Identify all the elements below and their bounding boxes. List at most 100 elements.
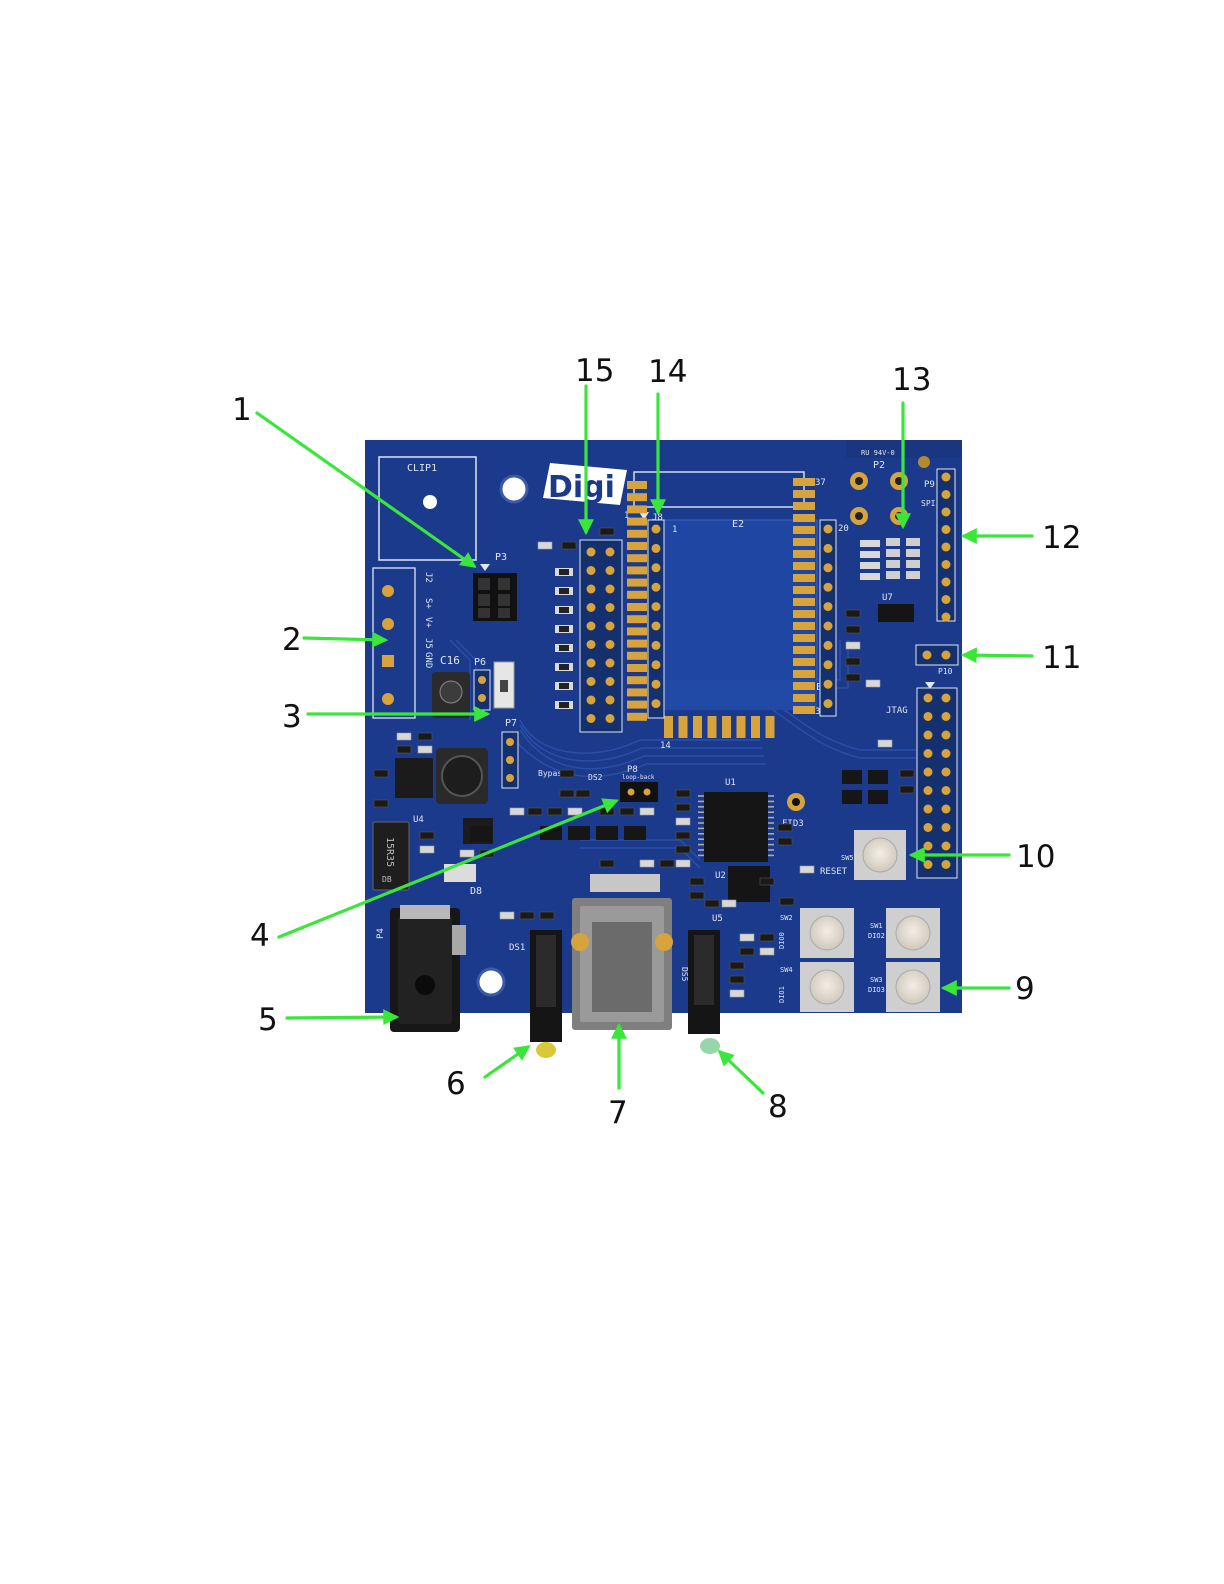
- silk-u7: U7: [882, 593, 893, 603]
- smd-component: [722, 900, 736, 907]
- module-pad: [793, 622, 815, 630]
- smd-component: [778, 824, 792, 831]
- module-pad: [627, 640, 647, 648]
- module-pad: [627, 530, 647, 538]
- header-pin: [652, 622, 661, 631]
- silk-dio0: DIO0: [778, 932, 786, 949]
- module-pad: [793, 610, 815, 618]
- header-pin: [942, 731, 951, 740]
- smd-component: [560, 790, 574, 797]
- smd-component: [846, 658, 860, 665]
- smd-component: [846, 674, 860, 681]
- callout-3: 3: [282, 699, 302, 735]
- callout-5: 5: [258, 1002, 278, 1038]
- arrow-11: [964, 655, 1032, 656]
- silk-p7: P7: [505, 718, 517, 729]
- header-pin: [824, 660, 833, 669]
- module-pad: [793, 490, 815, 498]
- silk-d8: D8: [470, 886, 482, 897]
- silk-s-plus: S+: [423, 598, 433, 609]
- module-pad: [627, 652, 647, 660]
- silk-sw2: SW2: [780, 914, 793, 922]
- bank-resistor: [886, 560, 900, 568]
- silk-dio1: DIO1: [778, 986, 786, 1003]
- silk-p9: P9: [924, 480, 935, 490]
- header-pin: [924, 731, 933, 740]
- header-pin: [587, 585, 596, 594]
- silk-ds1: DS1: [509, 943, 525, 953]
- logo-text: Digi: [548, 470, 615, 505]
- callout-12: 12: [1042, 520, 1081, 556]
- header-pin: [652, 525, 661, 534]
- header-pin: [924, 768, 933, 777]
- smd-component: [562, 542, 576, 549]
- module-pad: [627, 688, 647, 696]
- module-pad: [627, 518, 647, 526]
- header-pin: [942, 490, 951, 499]
- module-pad: [793, 706, 815, 714]
- bank-resistor: [860, 573, 880, 580]
- header-pin: [587, 714, 596, 723]
- silk-sw3: SW3: [870, 976, 883, 984]
- header-pin: [824, 525, 833, 534]
- bank-resistor: [886, 538, 900, 546]
- silk-u1: U1: [725, 778, 736, 788]
- header-pin: [606, 696, 615, 705]
- header-pin: [942, 613, 951, 622]
- silk-j8-pin: 1: [672, 525, 677, 535]
- silk-dio2: DIO2: [868, 932, 885, 940]
- module-pad: [627, 566, 647, 574]
- header-pin: [824, 680, 833, 689]
- smd-component: [660, 860, 674, 867]
- header-pin: [942, 786, 951, 795]
- header-pin: [606, 622, 615, 631]
- header-pin: [824, 563, 833, 572]
- module-pad: [766, 716, 775, 738]
- header-pin: [924, 749, 933, 758]
- header-pin: [942, 768, 951, 777]
- bank-resistor: [906, 538, 920, 546]
- module-pad: [793, 562, 815, 570]
- mounting-hole: [478, 969, 504, 995]
- header-pin: [652, 699, 661, 708]
- smd-component: [374, 800, 388, 807]
- smd-component: [676, 860, 690, 867]
- silk-sw1: SW1: [870, 922, 883, 930]
- bank-resistor: [886, 549, 900, 557]
- smd-component: [676, 818, 690, 825]
- header-pin: [924, 694, 933, 703]
- header-pin: [942, 712, 951, 721]
- module-pad: [737, 716, 746, 738]
- silk-p6: P6: [474, 657, 486, 668]
- header-pin: [606, 640, 615, 649]
- module-header-j8: [648, 520, 664, 718]
- module-pad: [627, 542, 647, 550]
- header-pin: [924, 823, 933, 832]
- silk-p4: P4: [376, 928, 386, 939]
- module-pad: [793, 478, 815, 486]
- silk-ds2: DS2: [588, 773, 603, 782]
- callout-14: 14: [648, 354, 687, 390]
- smd-component: [705, 900, 719, 907]
- module-pad: [793, 586, 815, 594]
- module-pad: [627, 591, 647, 599]
- silk-e2: E2: [732, 519, 744, 530]
- header-pin: [824, 583, 833, 592]
- module-pad: [793, 682, 815, 690]
- header-outline: [580, 540, 622, 732]
- resistor-body: [559, 607, 569, 613]
- header-pin: [942, 543, 951, 552]
- silk-pin-14: 14: [660, 741, 671, 751]
- module-pad: [627, 627, 647, 635]
- smd-component: [846, 610, 860, 617]
- silk-j2: J2: [423, 572, 433, 583]
- module-pad: [627, 603, 647, 611]
- module-pad: [751, 716, 760, 738]
- smd-component: [760, 878, 774, 885]
- module-pad: [627, 615, 647, 623]
- header-pin: [942, 860, 951, 869]
- header-pin: [606, 677, 615, 686]
- module-pad: [627, 579, 647, 587]
- smd-component: [676, 846, 690, 853]
